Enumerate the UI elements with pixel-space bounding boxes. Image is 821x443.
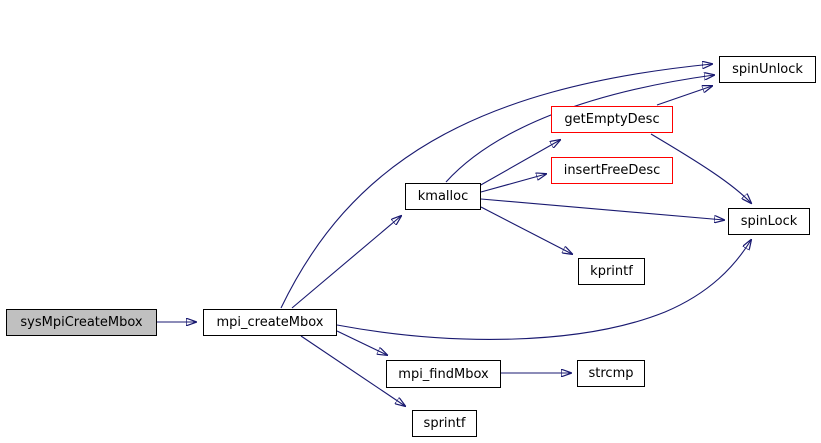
node-sysMpiCreateMbox: sysMpiCreateMbox <box>6 309 157 336</box>
edge-mpi_createMbox-spinLock <box>336 240 751 340</box>
node-kprintf-label: kprintf <box>590 264 633 279</box>
node-spinUnlock-label: spinUnlock <box>732 62 803 77</box>
node-spinUnlock[interactable]: spinUnlock <box>719 56 816 83</box>
edge-kmalloc-getEmptyDesc <box>478 140 560 187</box>
node-sprintf-label: sprintf <box>423 416 466 431</box>
node-getEmptyDesc[interactable]: getEmptyDesc <box>551 106 673 133</box>
node-kmalloc[interactable]: kmalloc <box>405 183 481 210</box>
node-getEmptyDesc-label: getEmptyDesc <box>564 112 660 127</box>
node-kmalloc-label: kmalloc <box>417 189 469 204</box>
edge-kmalloc-insertFreeDesc <box>480 174 546 193</box>
edge-getEmptyDesc-spinLock <box>650 133 751 203</box>
node-spinLock-label: spinLock <box>740 214 798 229</box>
edge-mpi_createMbox-spinUnlock <box>280 64 712 309</box>
node-insertFreeDesc-label: insertFreeDesc <box>563 163 661 178</box>
edge-mpi_createMbox-kmalloc <box>291 216 401 309</box>
node-mpi_findMbox[interactable]: mpi_findMbox <box>386 360 501 388</box>
node-mpi_createMbox[interactable]: mpi_createMbox <box>203 309 337 336</box>
node-kprintf[interactable]: kprintf <box>578 258 645 285</box>
node-mpi_createMbox-label: mpi_createMbox <box>216 315 324 330</box>
node-spinLock[interactable]: spinLock <box>728 208 810 235</box>
node-sprintf[interactable]: sprintf <box>412 410 477 437</box>
node-insertFreeDesc[interactable]: insertFreeDesc <box>551 157 673 184</box>
edge-mpi_createMbox-mpi_findMbox <box>336 330 387 355</box>
node-strcmp-label: strcmp <box>588 366 634 381</box>
node-strcmp[interactable]: strcmp <box>577 360 645 387</box>
node-sysMpiCreateMbox-label: sysMpiCreateMbox <box>20 315 143 330</box>
edge-kmalloc-spinLock <box>480 198 724 220</box>
edge-getEmptyDesc-spinUnlock <box>656 86 712 106</box>
edge-kmalloc-kprintf <box>480 206 572 254</box>
node-mpi_findMbox-label: mpi_findMbox <box>398 366 489 382</box>
edge-mpi_createMbox-sprintf <box>300 335 405 406</box>
